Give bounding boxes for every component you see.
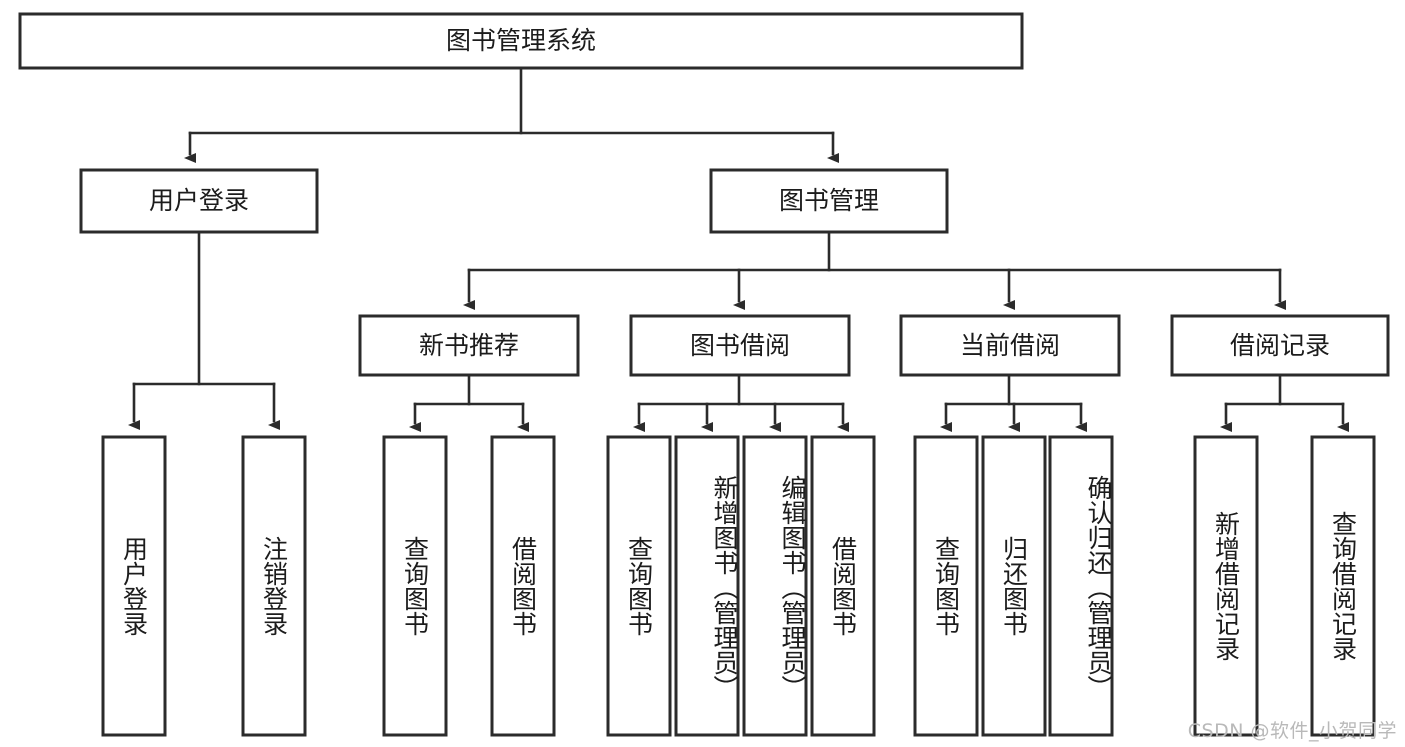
connector-bookmanage-to-level2 (463, 230, 1286, 310)
node-box-current-borrow[interactable] (899, 314, 1121, 377)
leaf-box-query-book-2[interactable] (606, 435, 672, 737)
connector-bookborrow-to-leaves (633, 373, 849, 432)
leaf-box-return-book[interactable] (981, 435, 1047, 737)
node-box-root[interactable] (18, 12, 1024, 70)
leaf-box-add-record[interactable] (1193, 435, 1259, 737)
connector-newbook-to-leaves (409, 373, 529, 432)
csdn-watermark: CSDN @软件_小贺同学 (1187, 720, 1397, 742)
leaf-box-query-record[interactable] (1310, 435, 1376, 737)
leaf-box-query-book-3[interactable] (913, 435, 979, 737)
node-box-borrow-record[interactable] (1170, 314, 1390, 377)
node-box-book-manage[interactable] (709, 168, 949, 234)
connector-currentborrow-to-leaves (940, 373, 1087, 432)
node-box-user-login[interactable] (79, 168, 319, 234)
node-box-book-borrow[interactable] (629, 314, 851, 377)
connector-root-to-level1 (184, 66, 839, 163)
leaf-box-add-book[interactable] (674, 435, 740, 737)
connector-userlogin-to-leaves (128, 230, 280, 430)
leaf-box-logout[interactable] (241, 435, 307, 737)
connector-borrowrecord-to-leaves (1220, 373, 1349, 432)
node-box-new-book-rec[interactable] (358, 314, 580, 377)
leaf-box-confirm-return[interactable] (1048, 435, 1114, 737)
leaf-box-user-login[interactable] (101, 435, 167, 737)
leaf-box-borrow-book-2[interactable] (810, 435, 876, 737)
leaf-box-query-book-1[interactable] (382, 435, 448, 737)
leaf-box-borrow-book-1[interactable] (490, 435, 556, 737)
leaf-box-edit-book[interactable] (742, 435, 808, 737)
